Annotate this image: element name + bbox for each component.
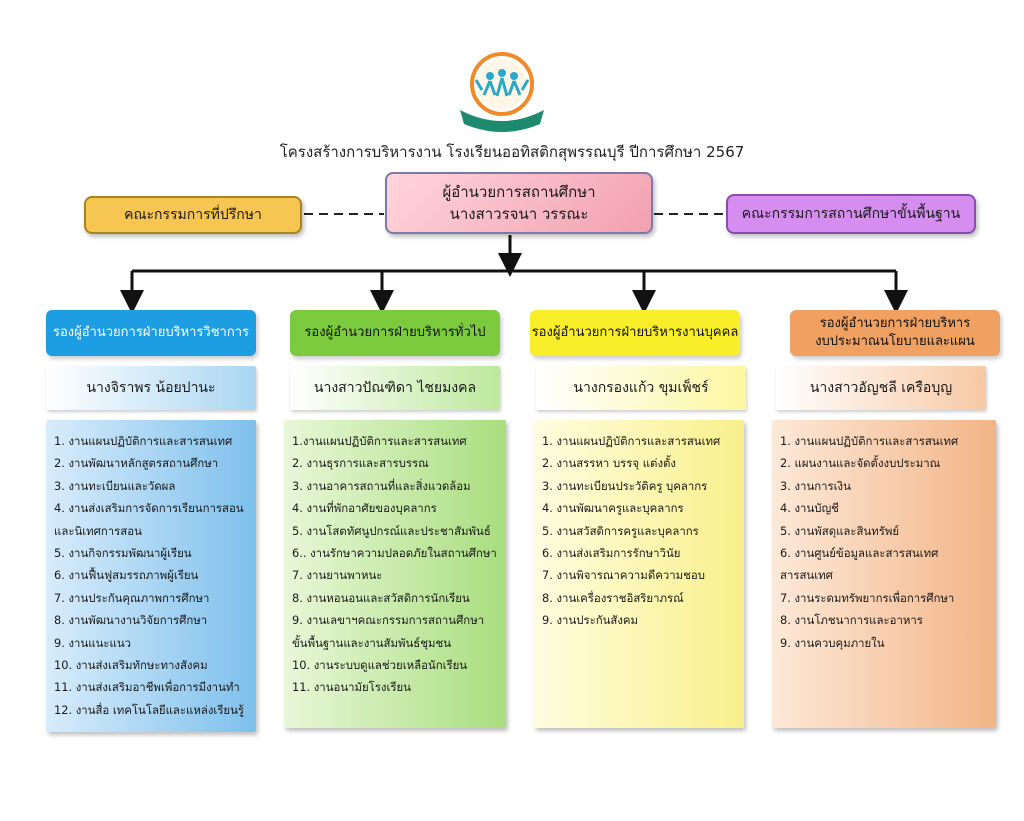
deputy-personnel-name-box: นางกรองแก้ว ขุมเพ็ชร์ — [536, 366, 746, 410]
deputy-personnel-box: รองผู้อำนวยการฝ่ายบริหารงานบุคคล — [530, 310, 740, 356]
personnel-task-list: 1. งานแผนปฏิบัติการและสารสนเทศ 2. งานสรร… — [534, 420, 744, 728]
list-item: 7. งานยานพาหนะ — [292, 568, 383, 583]
list-item: 6. งานศูนย์ข้อมูลและสารสนเทศ — [780, 546, 939, 561]
deputy-general-box: รองผู้อำนวยการฝ่ายบริหารทั่วไป — [290, 310, 500, 356]
basic-education-committee-label: คณะกรรมการสถานศึกษาขั้นพื้นฐาน — [741, 206, 961, 222]
list-item: 7. งานระดมทรัพยากรเพื่อการศึกษา — [780, 590, 955, 605]
list-item: 3. งานอาคารสถานที่และสิ่งแวดล้อม — [292, 478, 471, 493]
list-item: 7. งานประกันคุณภาพการศึกษา — [54, 590, 210, 605]
list-item: 9. งานแนะแนว — [54, 635, 132, 650]
list-item: 9. งานเลขาฯคณะกรรมการสถานศึกษา — [292, 613, 485, 628]
list-item: 9. งานประกันสังคม — [542, 613, 639, 628]
deputy-personnel-name: นางกรองแก้ว ขุมเพ็ชร์ — [573, 380, 709, 396]
school-logo-icon — [460, 52, 544, 132]
deputy-budget-label-line2: งบประมาณนโยบายและแผน — [815, 334, 975, 349]
list-item: 1. งานแผนปฏิบัติการและสารสนเทศ — [780, 434, 959, 448]
list-item: 2. แผนงานและจัดตั้งงบประมาณ — [780, 456, 941, 471]
list-item: 6.. งานรักษาความปลอดภัยในสถานศึกษา — [292, 546, 497, 561]
list-item: 2. งานธุรการและสารบรรณ — [292, 456, 429, 471]
list-item: 1. งานแผนปฏิบัติการและสารสนเทศ — [542, 434, 721, 448]
list-item: 11. งานส่งเสริมอาชีพเพื่อการมีงานทำ — [54, 680, 240, 695]
list-item: 9. งานควบคุมภายใน — [780, 635, 885, 650]
list-item: 11. งานอนามัยโรงเรียน — [292, 680, 411, 695]
director-box: ผู้อำนวยการสถานศึกษา นางสาวรจนา วรรณะ — [385, 172, 653, 234]
advisory-committee-box: คณะกรรมการที่ปรึกษา — [84, 196, 302, 234]
list-item: 8. งานพัฒนางานวิจัยการศึกษา — [54, 613, 208, 628]
list-item: 8. งานเครื่องราชอิสริยาภรณ์ — [542, 590, 684, 605]
list-item: 6. งานส่งเสริมการรักษาวินัย — [542, 546, 681, 561]
list-item: 1. งานแผนปฏิบัติการและสารสนเทศ — [54, 434, 233, 448]
list-item: 2. งานพัฒนาหลักสูตรสถานศึกษา — [54, 456, 219, 471]
general-task-list: 1.งานแผนปฏิบัติการและสารสนเทศ 2. งานธุรก… — [284, 420, 506, 728]
deputy-budget-box: รองผู้อำนวยการฝ่ายบริหาร งบประมาณนโยบายแ… — [790, 310, 1000, 356]
deputy-academic-box: รองผู้อำนวยการฝ่ายบริหารวิชาการ — [46, 310, 256, 356]
list-item: 4. งานพัฒนาครูและบุคลากร — [542, 501, 684, 516]
list-item: 4. งานบัญชี — [780, 501, 839, 516]
deputy-budget-name-box: นางสาวอัญชลี เครือบุญ — [776, 366, 986, 410]
deputy-academic-label: รองผู้อำนวยการฝ่ายบริหารวิชาการ — [52, 325, 249, 340]
list-item: สารสนเทศ — [780, 568, 833, 583]
list-item: 3. งานทะเบียนประวัติครู บุคลากร — [542, 478, 708, 493]
list-item: 3. งานทะเบียนและวัดผล — [54, 478, 176, 493]
school-logo — [452, 40, 552, 140]
budget-task-list: 1. งานแผนปฏิบัติการและสารสนเทศ 2. แผนงาน… — [772, 420, 996, 728]
deputy-general-name: นางสาวปัณฑิดา ไชยมงคล — [313, 380, 477, 396]
academic-task-list: 1. งานแผนปฏิบัติการและสารสนเทศ 2. งานพัฒ… — [46, 420, 256, 732]
deputy-academic-name: นางจิราพร น้อยปานะ — [86, 380, 216, 396]
page-title: โครงสร้างการบริหารงาน โรงเรียนออทิสติกสุ… — [279, 143, 745, 161]
basic-education-committee-box: คณะกรรมการสถานศึกษาขั้นพื้นฐาน — [726, 194, 976, 234]
list-item: 4. งานที่พักอาศัยของบุคลากร — [292, 501, 437, 516]
list-item: 5. งานกิจกรรมพัฒนาผู้เรียน — [54, 546, 192, 561]
list-item: 7. งานพิจารณาความดีความชอบ — [542, 568, 705, 583]
deputy-personnel-label: รองผู้อำนวยการฝ่ายบริหารงานบุคคล — [531, 325, 739, 340]
list-item: 5. งานสวัสดิการครูและบุคลากร — [542, 523, 699, 538]
list-item: 10. งานระบบดูแลช่วยเหลือนักเรียน — [292, 658, 468, 673]
list-item: และนิเทศการสอน — [54, 523, 142, 538]
list-item: 8. งานโภชนาการและอาหาร — [780, 613, 923, 628]
list-item: 1.งานแผนปฏิบัติการและสารสนเทศ — [292, 434, 467, 448]
deputy-general-name-box: นางสาวปัณฑิดา ไชยมงคล — [290, 366, 500, 410]
list-item: 3. งานการเงิน — [780, 478, 851, 493]
list-item: 4. งานส่งเสริมการจัดการเรียนการสอน — [54, 501, 244, 516]
list-item: ขั้นพื้นฐานและงานสัมพันธ์ชุมชน — [292, 635, 451, 650]
director-position: ผู้อำนวยการสถานศึกษา — [442, 183, 596, 201]
list-item: 10. งานส่งเสริมทักษะทางสังคม — [54, 658, 208, 673]
deputy-budget-name: นางสาวอัญชลี เครือบุญ — [809, 380, 953, 396]
deputy-budget-label-line1: รองผู้อำนวยการฝ่ายบริหาร — [819, 316, 971, 331]
list-item: 5. งานโสตทัศนูปกรณ์และประชาสัมพันธ์ — [292, 523, 491, 538]
director-name: นางสาวรจนา วรรณะ — [449, 205, 589, 223]
list-item: 12. งานสื่อ เทคโนโลยีและแหล่งเรียนรู้ — [54, 702, 245, 717]
list-item: 2. งานสรรหา บรรจุ แต่งตั้ง — [542, 456, 676, 471]
deputy-academic-name-box: นางจิราพร น้อยปานะ — [46, 366, 256, 410]
list-item: 6. งานฟื้นฟูสมรรถภาพผู้เรียน — [54, 568, 199, 583]
list-item: 5. งานพัสดุและสินทรัพย์ — [780, 523, 900, 538]
list-item: 8. งานหอนอนและสวัสดิการนักเรียน — [292, 590, 470, 605]
deputy-general-label: รองผู้อำนวยการฝ่ายบริหารทั่วไป — [304, 325, 486, 340]
advisory-committee-label: คณะกรรมการที่ปรึกษา — [124, 207, 262, 223]
